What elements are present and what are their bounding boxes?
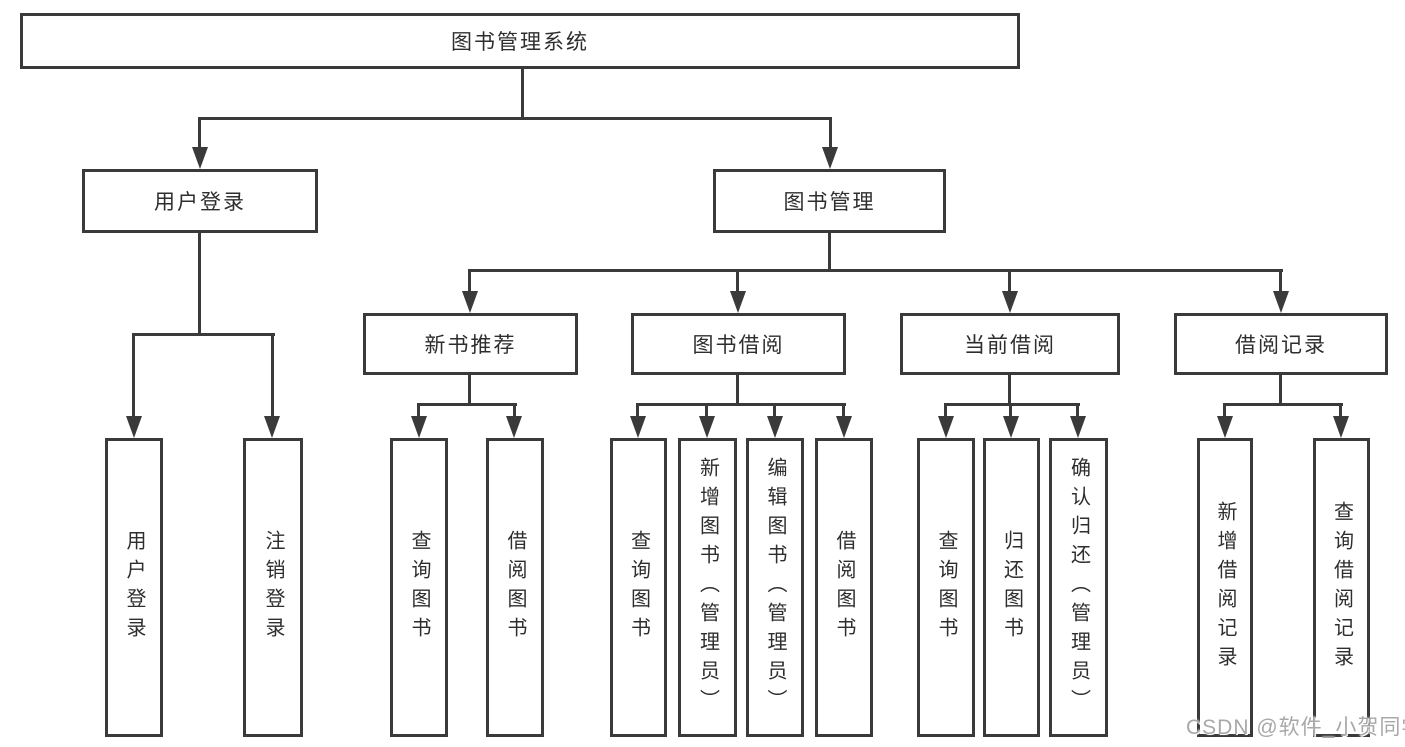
connector-line <box>1076 403 1079 420</box>
arrow-down-icon <box>411 416 427 438</box>
connector-line <box>132 333 135 420</box>
connector-line <box>705 403 708 420</box>
connector-line <box>198 233 201 336</box>
connector-line <box>944 403 1080 406</box>
leaf-query-books-borrow: 查询图书 <box>610 438 667 737</box>
arrow-down-icon <box>462 291 478 313</box>
leaf-label: 查询图书 <box>935 529 957 646</box>
arrow-down-icon <box>1217 416 1233 438</box>
leaf-label: 查询图书 <box>627 529 650 646</box>
leaf-return-books: 归还图书 <box>983 438 1040 737</box>
arrow-down-icon <box>1070 416 1086 438</box>
connector-line <box>829 117 832 151</box>
node-label: 借阅记录 <box>1235 334 1327 357</box>
arrow-down-icon <box>1002 291 1018 313</box>
arrow-down-icon <box>938 416 954 438</box>
connector-line <box>1008 269 1011 295</box>
arrow-down-icon <box>730 291 746 313</box>
leaf-query-books-newbook: 查询图书 <box>390 438 448 737</box>
node-label: 新书推荐 <box>424 334 517 357</box>
connector-line <box>1009 403 1012 420</box>
connector-line <box>736 269 739 295</box>
connector-line <box>468 269 1283 272</box>
node-current-borrowing: 当前借阅 <box>900 313 1120 375</box>
connector-line <box>513 403 516 420</box>
connector-line <box>198 117 201 151</box>
leaf-add-borrow-record: 新增借阅记录 <box>1197 438 1253 737</box>
node-book-borrowing: 图书借阅 <box>631 313 846 375</box>
node-label: 当前借阅 <box>964 334 1056 357</box>
node-user-login: 用户登录 <box>82 169 318 233</box>
connector-line <box>417 403 420 420</box>
node-label: 用户登录 <box>154 191 246 214</box>
arrow-down-icon <box>767 416 783 438</box>
leaf-label: 归还图书 <box>1000 529 1023 646</box>
arrow-down-icon <box>506 416 522 438</box>
connector-line <box>842 403 845 420</box>
node-book-management: 图书管理 <box>713 169 946 233</box>
arrow-down-icon <box>1273 291 1289 313</box>
connector-line <box>1223 403 1226 420</box>
connector-line <box>1279 269 1282 295</box>
leaf-label: 编辑图书（管理员） <box>764 457 786 718</box>
node-library-management-system: 图书管理系统 <box>20 13 1020 69</box>
leaf-borrow-books: 借阅图书 <box>815 438 873 737</box>
leaf-confirm-return-admin: 确认归还（管理员） <box>1049 438 1108 737</box>
leaf-label: 查询借阅记录 <box>1330 500 1353 675</box>
connector-line <box>271 333 274 420</box>
leaf-label: 确认归还（管理员） <box>1067 457 1090 718</box>
arrow-down-icon <box>822 147 838 169</box>
arrow-down-icon <box>1003 416 1019 438</box>
leaf-label: 注销登录 <box>262 529 284 646</box>
leaf-query-borrow-record: 查询借阅记录 <box>1313 438 1370 737</box>
leaf-user-login: 用户登录 <box>105 438 163 737</box>
connector-line <box>198 117 832 120</box>
leaf-label: 新增借阅记录 <box>1214 500 1236 675</box>
node-label: 图书借阅 <box>692 334 785 357</box>
leaf-label: 查询图书 <box>408 529 430 646</box>
leaf-borrow-books-newbook: 借阅图书 <box>486 438 544 737</box>
node-label: 图书管理系统 <box>451 31 589 54</box>
leaf-label: 借阅图书 <box>833 529 855 646</box>
connector-line <box>828 233 831 272</box>
connector-line <box>521 69 524 120</box>
leaf-label: 用户登录 <box>123 529 145 646</box>
connector-line <box>636 403 846 406</box>
arrow-down-icon <box>1333 416 1349 438</box>
arrow-down-icon <box>192 147 208 169</box>
connector-line <box>417 403 517 406</box>
leaf-edit-books-admin: 编辑图书（管理员） <box>746 438 804 737</box>
connector-line <box>132 333 275 336</box>
connector-line <box>1008 375 1011 406</box>
arrow-down-icon <box>264 416 280 438</box>
connector-line <box>468 269 471 295</box>
connector-line <box>1223 403 1343 406</box>
leaf-query-books-current: 查询图书 <box>917 438 975 737</box>
node-label: 图书管理 <box>783 191 876 214</box>
arrow-down-icon <box>836 416 852 438</box>
leaf-label: 新增图书（管理员） <box>696 457 719 718</box>
arrow-down-icon <box>126 416 142 438</box>
connector-line <box>944 403 947 420</box>
leaf-label: 借阅图书 <box>504 529 526 646</box>
csdn-watermark: CSDN @软件_小贺同学 <box>1186 716 1405 739</box>
leaf-add-books-admin: 新增图书（管理员） <box>678 438 737 737</box>
connector-line <box>736 375 739 406</box>
connector-line <box>468 375 471 406</box>
leaf-logout: 注销登录 <box>243 438 303 737</box>
node-borrowing-records: 借阅记录 <box>1174 313 1388 375</box>
connector-line <box>1339 403 1342 420</box>
arrow-down-icon <box>699 416 715 438</box>
node-new-book-recommendation: 新书推荐 <box>363 313 578 375</box>
connector-line <box>1279 375 1282 406</box>
connector-line <box>773 403 776 420</box>
arrow-down-icon <box>630 416 646 438</box>
connector-line <box>636 403 639 420</box>
